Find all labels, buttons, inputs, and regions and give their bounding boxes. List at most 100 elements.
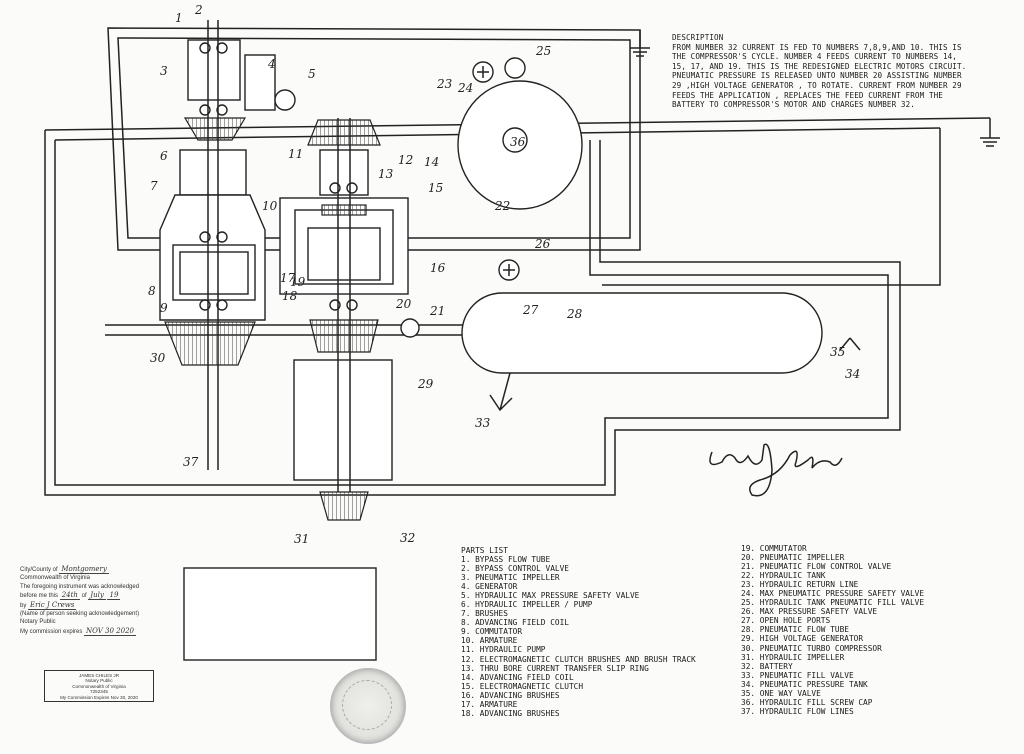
callout-24: 24 — [457, 81, 473, 95]
hydraulic-impeller-31 — [319, 491, 369, 521]
callout-7: 7 — [150, 179, 158, 193]
notary-ack-month: July — [88, 591, 106, 601]
parts-list-item: 30. PNEUMATIC TURBO COMPRESSOR — [741, 643, 882, 653]
parts-list-item: 16. ADVANCING BRUSHES — [461, 690, 560, 700]
parts-list-item: 14. ADVANCING FIELD COIL — [461, 672, 574, 682]
callout-34: 34 — [845, 367, 860, 381]
callout-29: 29 — [417, 377, 434, 391]
callout-14: 14 — [424, 155, 439, 169]
callout-32: 32 — [400, 531, 415, 545]
parts-list-item: 26. MAX PRESSURE SAFETY VALVE — [741, 607, 878, 617]
high-voltage-generator-29 — [293, 359, 393, 481]
notary-stamp-name: JAMES CHILES JR — [78, 673, 120, 678]
callout-2: 2 — [194, 3, 203, 17]
valves — [274, 57, 861, 351]
pneumatic-impeller-20 — [309, 319, 379, 353]
callout-10: 10 — [262, 199, 278, 213]
parts-list-item: 23. HYDRAULIC RETURN LINE — [741, 580, 859, 590]
signature — [709, 443, 843, 497]
callout-19: 19 — [290, 275, 306, 289]
notary-city-label: City/County of — [20, 567, 58, 573]
parts-list-item: 2. BYPASS CONTROL VALVE — [461, 564, 569, 574]
callout-25: 25 — [535, 44, 551, 58]
callout-28: 28 — [566, 307, 583, 321]
parts-list-item: 15. ELECTROMAGNETIC CLUTCH — [461, 681, 584, 691]
notary-stamp-title: Notary Public — [85, 678, 113, 684]
notary-public-label: Notary Public — [20, 619, 56, 626]
parts-list-item: 13. THRU BORE CURRENT TRANSFER SLIP RING — [461, 663, 649, 673]
battery-32 — [183, 567, 377, 661]
description-block: DESCRIPTION FROM NUMBER 32 CURRENT IS FE… — [672, 33, 972, 110]
turbo-compressor-30 — [164, 321, 256, 366]
parts-list-item: 12. ELECTROMAGNETIC CLUTCH BRUSHES AND B… — [461, 654, 696, 664]
callout-22: 22 — [494, 199, 510, 213]
callout-16: 16 — [430, 261, 446, 275]
callout-11: 11 — [288, 147, 303, 161]
parts-list-item: 8. ADVANCING FIELD COIL — [461, 618, 569, 628]
pneumatic-impeller-3 — [187, 39, 241, 101]
notary-by-label: by — [20, 602, 27, 609]
callout-9: 9 — [160, 301, 168, 315]
callout-27: 27 — [522, 303, 539, 317]
parts-list-item: 29. HIGH VOLTAGE GENERATOR — [741, 634, 864, 644]
ground-symbol-right — [980, 118, 1000, 147]
motor-center-stack — [279, 118, 409, 521]
parts-list-item: 28. PNEUMATIC FLOW TUBE — [741, 625, 849, 635]
fill-screw-cap-36 — [502, 127, 528, 153]
callout-35: 35 — [830, 345, 845, 359]
parts-list-item: 6. HYDRAULIC IMPELLER / PUMP — [461, 600, 593, 610]
parts-list-item: 19. COMMUTATOR — [741, 544, 807, 553]
parts-list-item: 31. HYDRAULIC IMPELLER — [741, 652, 845, 662]
parts-list-title: PARTS LIST — [461, 546, 508, 555]
notary-ack-line1: The foregoing instrument was acknowledge… — [20, 583, 140, 590]
ground-symbol-top — [630, 30, 650, 57]
callout-31: 31 — [294, 532, 309, 546]
parts-list-item: 9. COMMUTATOR — [461, 627, 523, 637]
callout-21: 21 — [429, 304, 445, 318]
parts-list-item: 37. HYDRAULIC FLOW LINES — [741, 706, 854, 716]
callout-6: 6 — [160, 149, 168, 163]
notary-stamp-state: Commonwealth of Virginia — [72, 683, 126, 689]
callout-20: 20 — [395, 297, 412, 311]
callout-8: 8 — [148, 284, 156, 298]
generator-4 — [244, 54, 276, 111]
parts-list-item: 35. ONE WAY VALVE — [741, 688, 821, 698]
notary-acknowledgement: City/County of Montgomery Commonwealth o… — [20, 565, 150, 636]
callout-18: 18 — [282, 289, 298, 303]
callout-23: 23 — [436, 77, 453, 91]
notary-commission-value: NOV 30 2020 — [84, 626, 136, 636]
parts-list-item: 5. HYDRAULIC MAX PRESSURE SAFETY VALVE — [461, 591, 640, 601]
parts-list-item: 7. BRUSHES — [461, 609, 508, 619]
hydraulic-pump-11 — [307, 119, 381, 146]
parts-list-item: 1. BYPASS FLOW TUBE — [461, 555, 551, 564]
parts-list-item: 3. PNEUMATIC IMPELLER — [461, 573, 560, 583]
parts-list-item: 17. ARMATURE — [461, 699, 518, 709]
compressor-left-stack — [159, 20, 276, 470]
notary-by-value: Eric J Crews — [28, 600, 77, 610]
notary-stamp-expires: My Commission Expires Nov 30, 2020 — [60, 694, 138, 700]
description-title: DESCRIPTION — [672, 33, 724, 42]
pneumatic-tank-34 — [461, 292, 823, 374]
notary-commission-label: My commission expires — [20, 628, 83, 635]
parts-list-item: 36. HYDRAULIC FILL SCREW CAP — [741, 697, 873, 707]
parts-list-item: 25. HYDRAULIC TANK PNEUMATIC FILL VALVE — [741, 598, 925, 608]
slip-ring-13 — [321, 204, 367, 216]
parts-list-item: 20. PNEUMATIC IMPELLER — [741, 553, 845, 563]
gear-6 — [183, 117, 247, 141]
callout-15: 15 — [428, 181, 443, 195]
notary-ack-year: 19 — [107, 591, 121, 601]
notary-stamp: JAMES CHILES JR Notary Public Commonweal… — [44, 670, 154, 702]
callout-30: 30 — [150, 351, 166, 365]
notary-ack-day: 24th — [59, 591, 80, 601]
callout-17: 17 — [280, 271, 296, 285]
callout-4: 4 — [267, 57, 276, 71]
notary-name-caption: (Name of person seeking acknowledgement) — [20, 611, 140, 618]
callout-37: 37 — [183, 455, 199, 469]
notary-stamp-reg: 7252345 — [90, 689, 108, 695]
parts-list-item: 21. PNEUMATIC FLOW CONTROL VALVE — [741, 562, 892, 572]
safety-valve-5 — [274, 89, 296, 111]
